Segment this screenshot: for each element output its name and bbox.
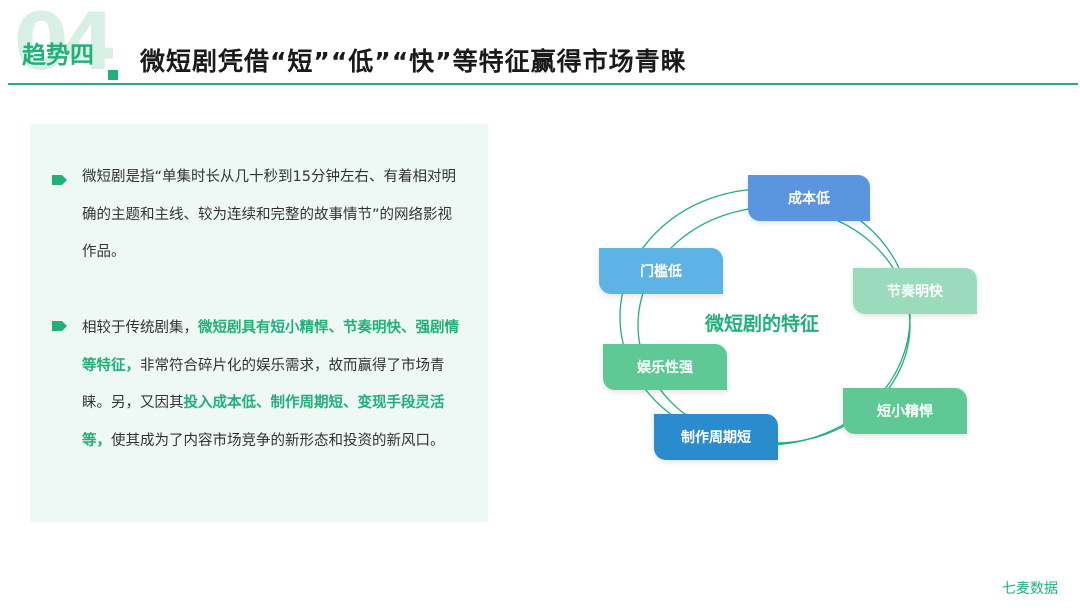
body-text: 微短剧是指“单集时长从几十秒到15分钟左右、有着相对明确的主题和主线、较为连续和…	[82, 169, 456, 260]
bullet-icon	[52, 175, 67, 185]
node-low-threshold: 门槛低	[599, 248, 723, 294]
node-fast-pace: 节奏明快	[853, 268, 977, 314]
highlight-text: 微短剧具有短小精悍、节奏明快、强剧情等特征，	[82, 320, 459, 374]
text-panel	[30, 124, 488, 522]
body-text: 使其成为了内容市场竞争的新形态和投资的新风口。	[111, 432, 445, 449]
diagram-center-label: 微短剧的特征	[705, 313, 820, 335]
brand-logo-text: 七麦数据	[1002, 581, 1058, 597]
bullet-icon	[52, 321, 67, 331]
number-dot	[108, 70, 118, 80]
title-divider	[8, 83, 1078, 85]
section-tag: 趋势四	[22, 41, 94, 69]
paragraph-definition: 微短剧是指“单集时长从几十秒到15分钟左右、有着相对明确的主题和主线、较为连续和…	[82, 159, 466, 272]
section-number: 04	[14, 0, 117, 88]
highlight-text: 投入成本低、制作周期短、变现手段灵活等，	[82, 395, 445, 449]
node-low-cost: 成本低	[748, 175, 870, 221]
node-short-compact: 短小精悍	[843, 388, 967, 434]
page-title: 微短剧凭借“短”“低”“快”等特征赢得市场青睐	[140, 47, 687, 76]
node-short-production: 制作周期短	[654, 414, 778, 460]
paragraph-characteristics: 相较于传统剧集，微短剧具有短小精悍、节奏明快、强剧情等特征，非常符合碎片化的娱乐…	[82, 310, 466, 460]
body-text: 相较于传统剧集，	[82, 320, 198, 336]
body-text: 非常符合碎片化的娱乐需求，故而赢得了市场青睐。另，又因其	[82, 357, 445, 412]
node-entertaining: 娱乐性强	[603, 344, 727, 390]
